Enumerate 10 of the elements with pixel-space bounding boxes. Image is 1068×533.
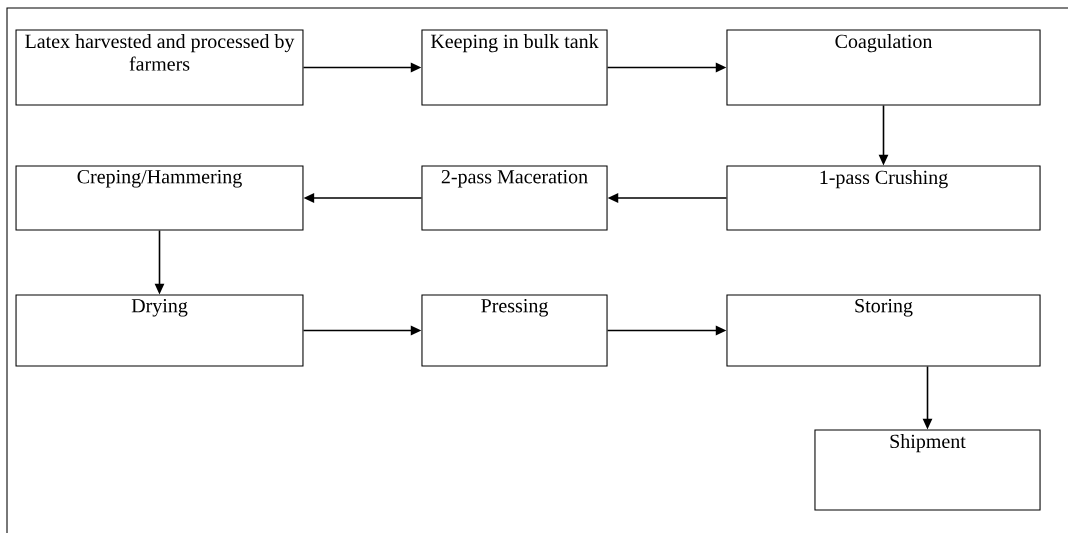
process-box: Creping/Hammering	[15, 165, 304, 231]
process-box: Pressing	[421, 294, 608, 367]
process-box: 1-pass Crushing	[726, 165, 1041, 231]
process-box: Shipment	[814, 429, 1041, 511]
process-box: Storing	[726, 294, 1041, 367]
process-box: Keeping in bulk tank	[421, 29, 608, 106]
process-box: Drying	[15, 294, 304, 367]
process-box: Latex harvested and processed by farmers	[15, 29, 304, 106]
process-box: Coagulation	[726, 29, 1041, 106]
process-box: 2-pass Maceration	[421, 165, 608, 231]
